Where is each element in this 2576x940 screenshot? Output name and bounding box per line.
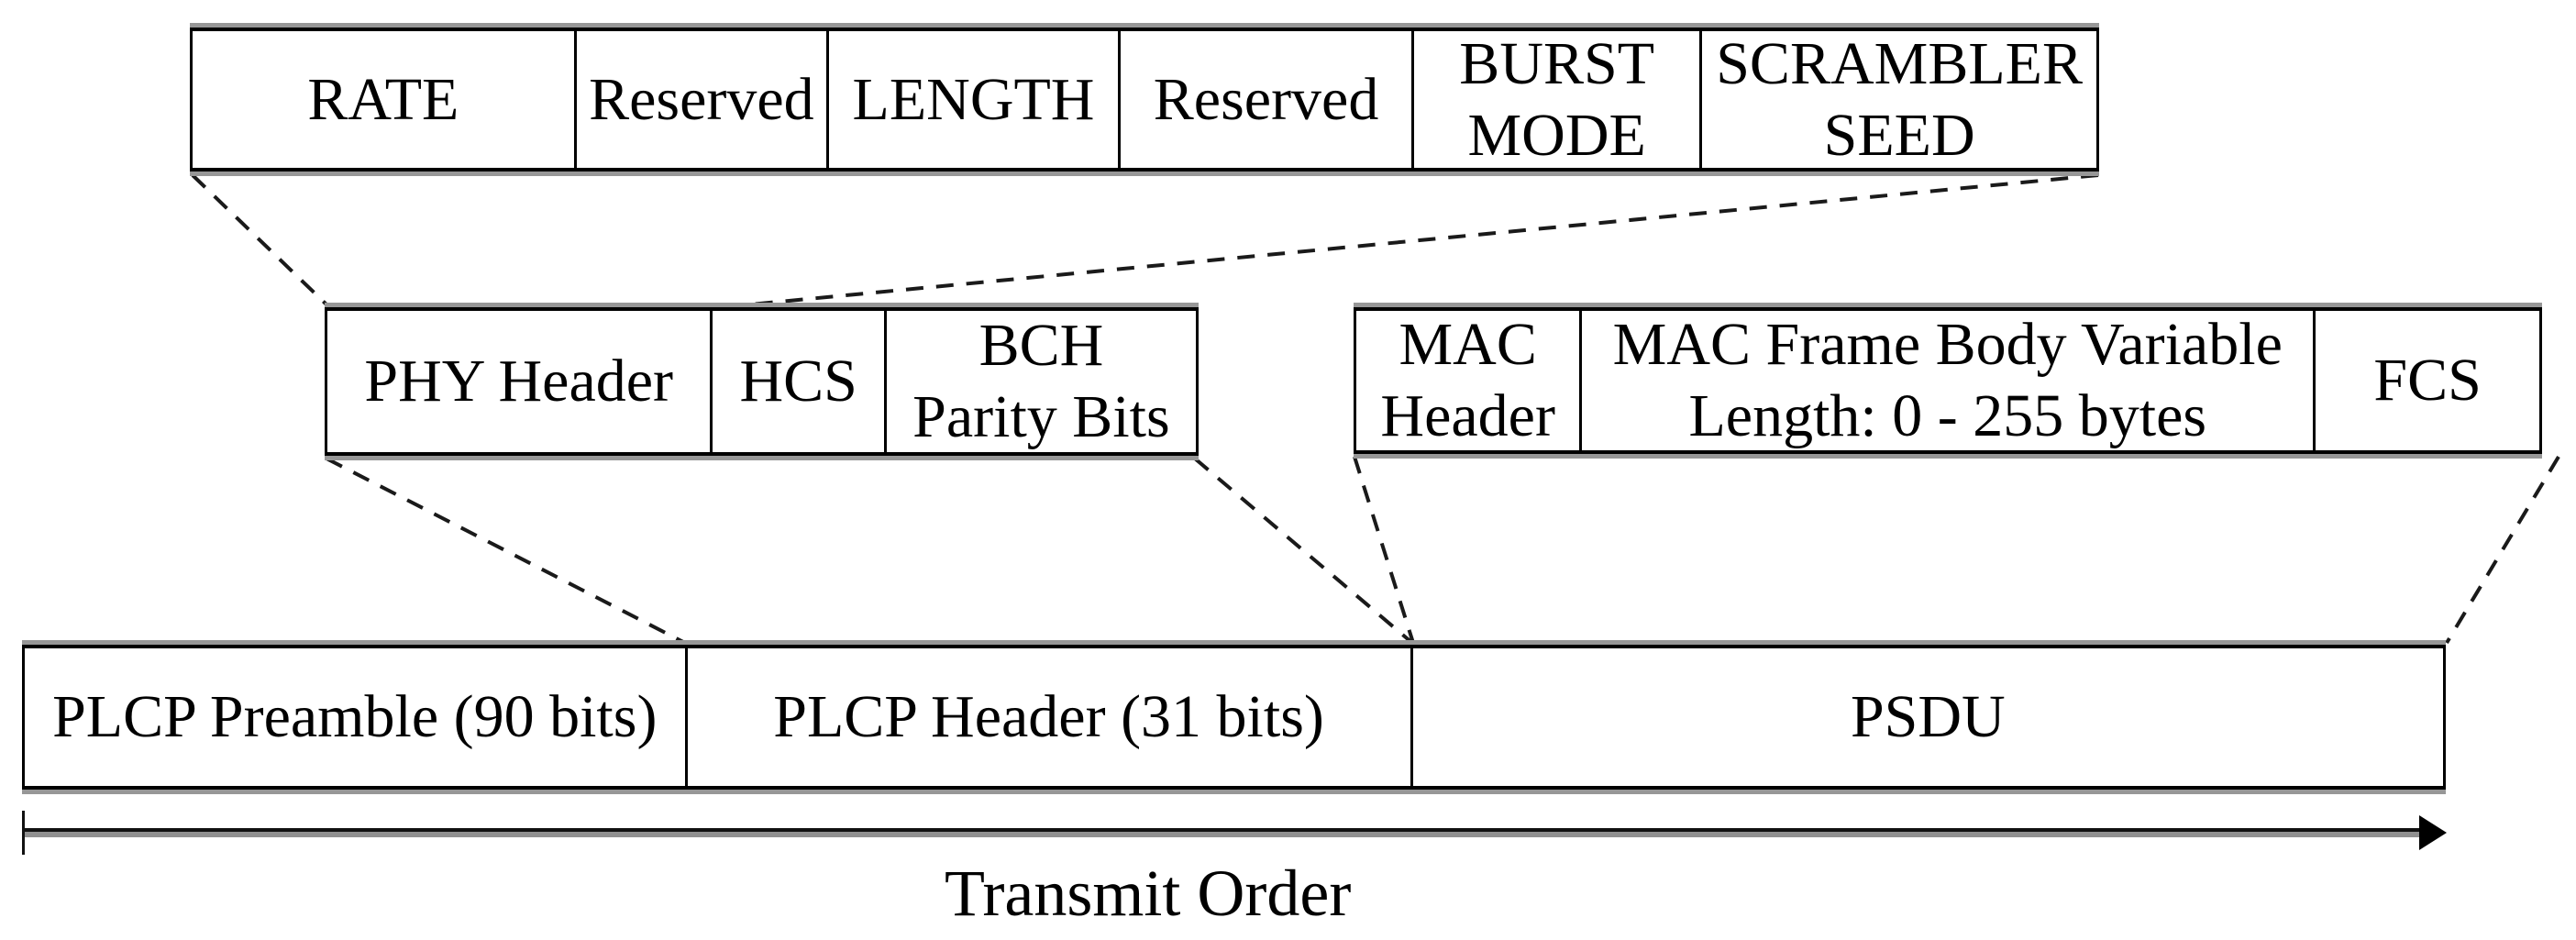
field-label: PHY Header [364, 348, 674, 415]
field-plcp-preamble: PLCP Preamble (90 bits) [25, 648, 688, 786]
plcp-frame-row: PLCP Preamble (90 bits) PLCP Header (31 … [22, 645, 2446, 790]
dash-macrow-left-to-psdu-left [1353, 456, 1415, 644]
field-length: LENGTH [829, 31, 1122, 168]
field-fcs: FCS [2316, 311, 2539, 450]
field-rate: RATE [193, 31, 577, 168]
field-reserved-2: Reserved [1121, 31, 1415, 168]
field-label-line2: Length: 0 - 255 bytes [1688, 382, 2207, 449]
field-reserved-1: Reserved [577, 31, 829, 168]
field-psdu: PSDU [1413, 648, 2443, 786]
dash-phyrow-right-to-plcpheader-right [1193, 457, 1414, 645]
dash-macrow-right-to-psdu-right [2445, 455, 2560, 645]
field-label-line1: BURST [1459, 31, 1655, 97]
dash-phyrow-left-to-plcpheader-left [326, 457, 686, 645]
field-label: LENGTH [852, 65, 1095, 133]
field-mac-frame-body: MAC Frame Body Variable Length: 0 - 255 … [1582, 311, 2316, 450]
arrow-head [2419, 815, 2447, 850]
dash-toprow-left-to-phyheader-left [191, 173, 329, 307]
transmit-order-label: Transmit Order [945, 857, 1352, 930]
field-label-line1: BCH [978, 312, 1104, 379]
field-label-line2: Parity Bits [912, 383, 1170, 450]
transmit-order-arrow [22, 811, 2447, 855]
field-scrambler-seed: SCRAMBLER SEED [1702, 31, 2096, 168]
dash-toprow-right-to-phyheader-right [740, 173, 2099, 307]
field-label-line1: MAC Frame Body Variable [1612, 311, 2283, 378]
field-label: HCS [739, 348, 857, 415]
field-label: Reserved [1153, 65, 1379, 133]
field-label: PLCP Header (31 bits) [773, 683, 1324, 750]
arrow-start-tick [22, 811, 25, 855]
field-label-line1: SCRAMBLER [1716, 31, 2083, 97]
plcp-header-contents-row: PHY Header HCS BCH Parity Bits [325, 307, 1199, 456]
field-hcs: HCS [713, 311, 887, 452]
field-label: FCS [2373, 347, 2482, 414]
field-label-line1: MAC [1399, 311, 1537, 378]
field-phy-header: PHY Header [327, 311, 713, 452]
field-label: RATE [307, 65, 459, 133]
field-mac-header: MAC Header [1356, 311, 1583, 450]
field-label: PLCP Preamble (90 bits) [52, 683, 658, 750]
field-label: Reserved [589, 65, 814, 133]
field-label: PSDU [1850, 683, 2006, 750]
field-label-line2: MODE [1467, 101, 1646, 169]
phy-header-fields-row: RATE Reserved LENGTH Reserved BURST MODE… [190, 28, 2099, 171]
field-plcp-header: PLCP Header (31 bits) [688, 648, 1413, 786]
field-label-line2: SEED [1823, 101, 1975, 169]
psdu-contents-row: MAC Header MAC Frame Body Variable Lengt… [1354, 307, 2542, 454]
field-burst-mode: BURST MODE [1414, 31, 1703, 169]
field-bch-parity-bits: BCH Parity Bits [887, 311, 1196, 452]
field-label-line2: Header [1380, 382, 1555, 449]
